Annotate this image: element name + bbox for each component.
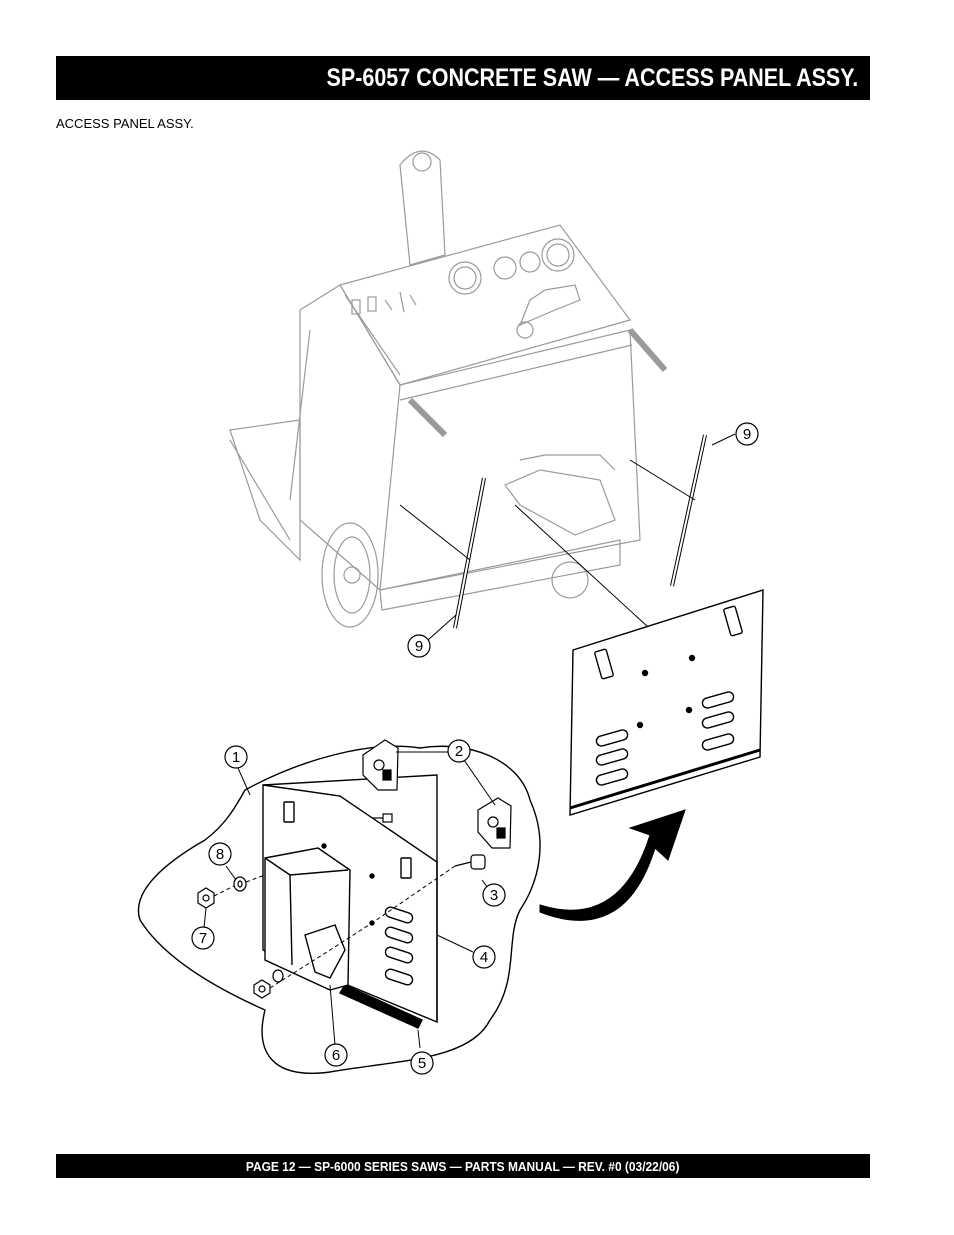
callout-1-label: 1 [232,749,240,766]
callout-1: 1 [224,745,248,769]
callout-6-label: 6 [332,1047,340,1064]
saw-body-ghost [229,150,668,628]
edge-strips [453,434,707,629]
callout-5: 5 [410,1051,434,1075]
callout-3: 3 [482,883,506,907]
page-title: SP-6057 CONCRETE SAW — ACCESS PANEL ASSY… [326,63,858,92]
callout-2: 2 [447,739,471,763]
callout-3-label: 3 [490,887,498,904]
page-footer-bar: PAGE 12 — SP-6000 SERIES SAWS — PARTS MA… [56,1154,870,1178]
callout-9-bottom: 9 [407,634,431,658]
callout-8: 8 [208,842,232,866]
leader-lines [399,433,736,641]
exploded-detail-view [137,739,541,1074]
page-header-bar: SP-6057 CONCRETE SAW — ACCESS PANEL ASSY… [56,56,870,100]
callout-9-top: 9 [735,422,759,446]
page-footer-text: PAGE 12 — SP-6000 SERIES SAWS — PARTS MA… [246,1158,680,1174]
callout-2-label: 2 [455,743,463,760]
access-panel-installed-view [569,589,764,816]
callout-6: 6 [324,1043,348,1067]
callout-4: 4 [472,945,496,969]
callout-4-label: 4 [480,949,488,966]
callout-7: 7 [191,926,215,950]
rotation-arrow-icon [539,809,686,921]
callout-7-label: 7 [199,930,207,947]
callout-8-label: 8 [216,846,224,863]
callout-9-bottom-label: 9 [415,638,423,655]
callout-5-label: 5 [418,1055,426,1072]
callout-9-top-label: 9 [743,426,751,443]
section-subtitle: ACCESS PANEL ASSY. [56,116,194,131]
